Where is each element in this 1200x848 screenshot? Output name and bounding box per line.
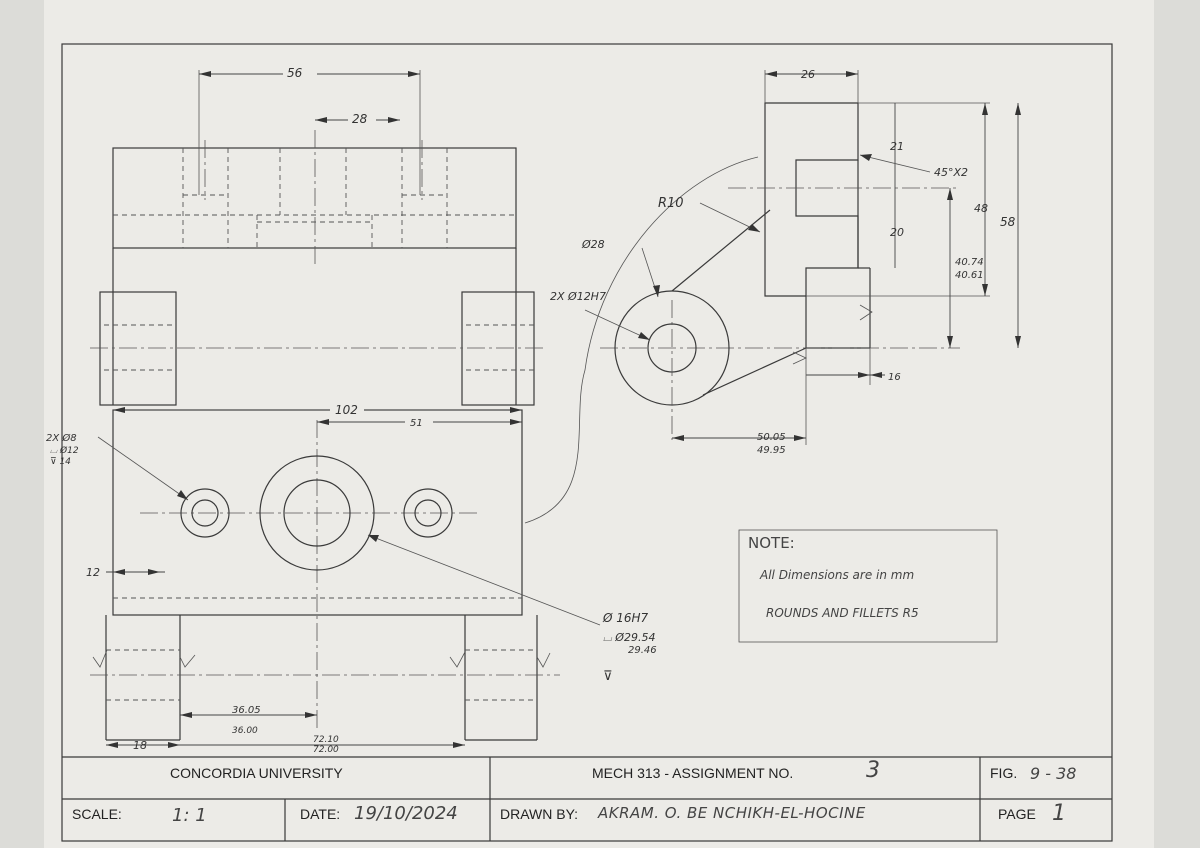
course-title: MECH 313 - ASSIGNMENT NO. — [592, 765, 794, 781]
dim-21: 21 — [890, 140, 904, 153]
holes-h7-callout: 2X Ø12H7 — [550, 290, 606, 303]
drawn-by-label: DRAWN BY: — [500, 806, 579, 822]
section-view — [584, 70, 1021, 445]
dim-56: 56 — [287, 66, 303, 80]
dim-40-upper: 40.74 — [955, 257, 984, 268]
assignment-number: 3 — [866, 758, 880, 783]
dim-18: 18 — [133, 739, 147, 752]
title-block-grid — [62, 756, 1112, 841]
dim-72-lower: 72.00 — [313, 745, 339, 755]
drawn-by-value: AKRAM. O. BE NCHIKH-EL-HOCINE — [598, 804, 866, 822]
top-view — [90, 402, 601, 748]
scale-label: SCALE: — [72, 806, 122, 822]
dim-36-lower: 36.00 — [232, 726, 258, 736]
dim-36-upper: 36.05 — [232, 705, 261, 716]
dim-12: 12 — [86, 566, 100, 579]
radius-callout: R10 — [658, 196, 684, 211]
dim-72-upper: 72.10 — [313, 735, 339, 745]
fig-value: 9 - 38 — [1030, 764, 1077, 783]
dim-50-lower: 49.95 — [757, 445, 786, 456]
bore-callout-c: 29.46 — [628, 645, 657, 656]
dim-58: 58 — [1000, 215, 1016, 229]
page-label: PAGE — [998, 806, 1036, 822]
note-heading: NOTE: — [748, 534, 795, 552]
date-label: DATE: — [300, 806, 341, 822]
holes-callout-b: ⌴ Ø12 — [50, 445, 79, 456]
dim-48: 48 — [974, 202, 988, 215]
page-value: 1 — [1052, 801, 1066, 826]
dim-51: 51 — [410, 418, 423, 429]
front-view — [90, 66, 546, 406]
chamfer-callout: 45°X2 — [934, 166, 968, 179]
view-connector-curve — [524, 156, 759, 524]
dim-50-upper: 50.05 — [757, 432, 786, 443]
holes-callout-c: ⊽ 14 — [50, 457, 71, 467]
dim-40-lower: 40.61 — [955, 270, 984, 281]
dimension-labels: 56 28 102 51 12 18 36.05 36.00 72.10 72.… — [46, 66, 1016, 755]
date-value: 19/10/2024 — [354, 803, 458, 824]
dim-28: 28 — [352, 112, 368, 126]
dim-16: 16 — [888, 372, 901, 383]
dim-102: 102 — [335, 403, 358, 417]
bore-callout-b: ⌴ Ø29.54 — [603, 631, 655, 644]
dia-28-callout: Ø28 — [581, 238, 605, 251]
note-line-2: ROUNDS AND FILLETS R5 — [766, 606, 919, 620]
scale-value: 1: 1 — [172, 805, 207, 826]
drawing-sheet — [44, 0, 1154, 848]
drawing-border — [61, 43, 1113, 842]
university-name: CONCORDIA UNIVERSITY — [170, 765, 343, 781]
dim-26: 26 — [801, 68, 815, 81]
holes-callout-a: 2X Ø8 — [46, 432, 77, 444]
note-line-1: All Dimensions are in mm — [760, 568, 915, 582]
note-box — [738, 529, 998, 643]
fig-label: FIG. — [990, 765, 1018, 781]
bore-callout-a: Ø 16H7 — [602, 611, 649, 625]
bore-callout-d: ⊽ — [603, 669, 613, 684]
dim-20: 20 — [890, 226, 904, 239]
